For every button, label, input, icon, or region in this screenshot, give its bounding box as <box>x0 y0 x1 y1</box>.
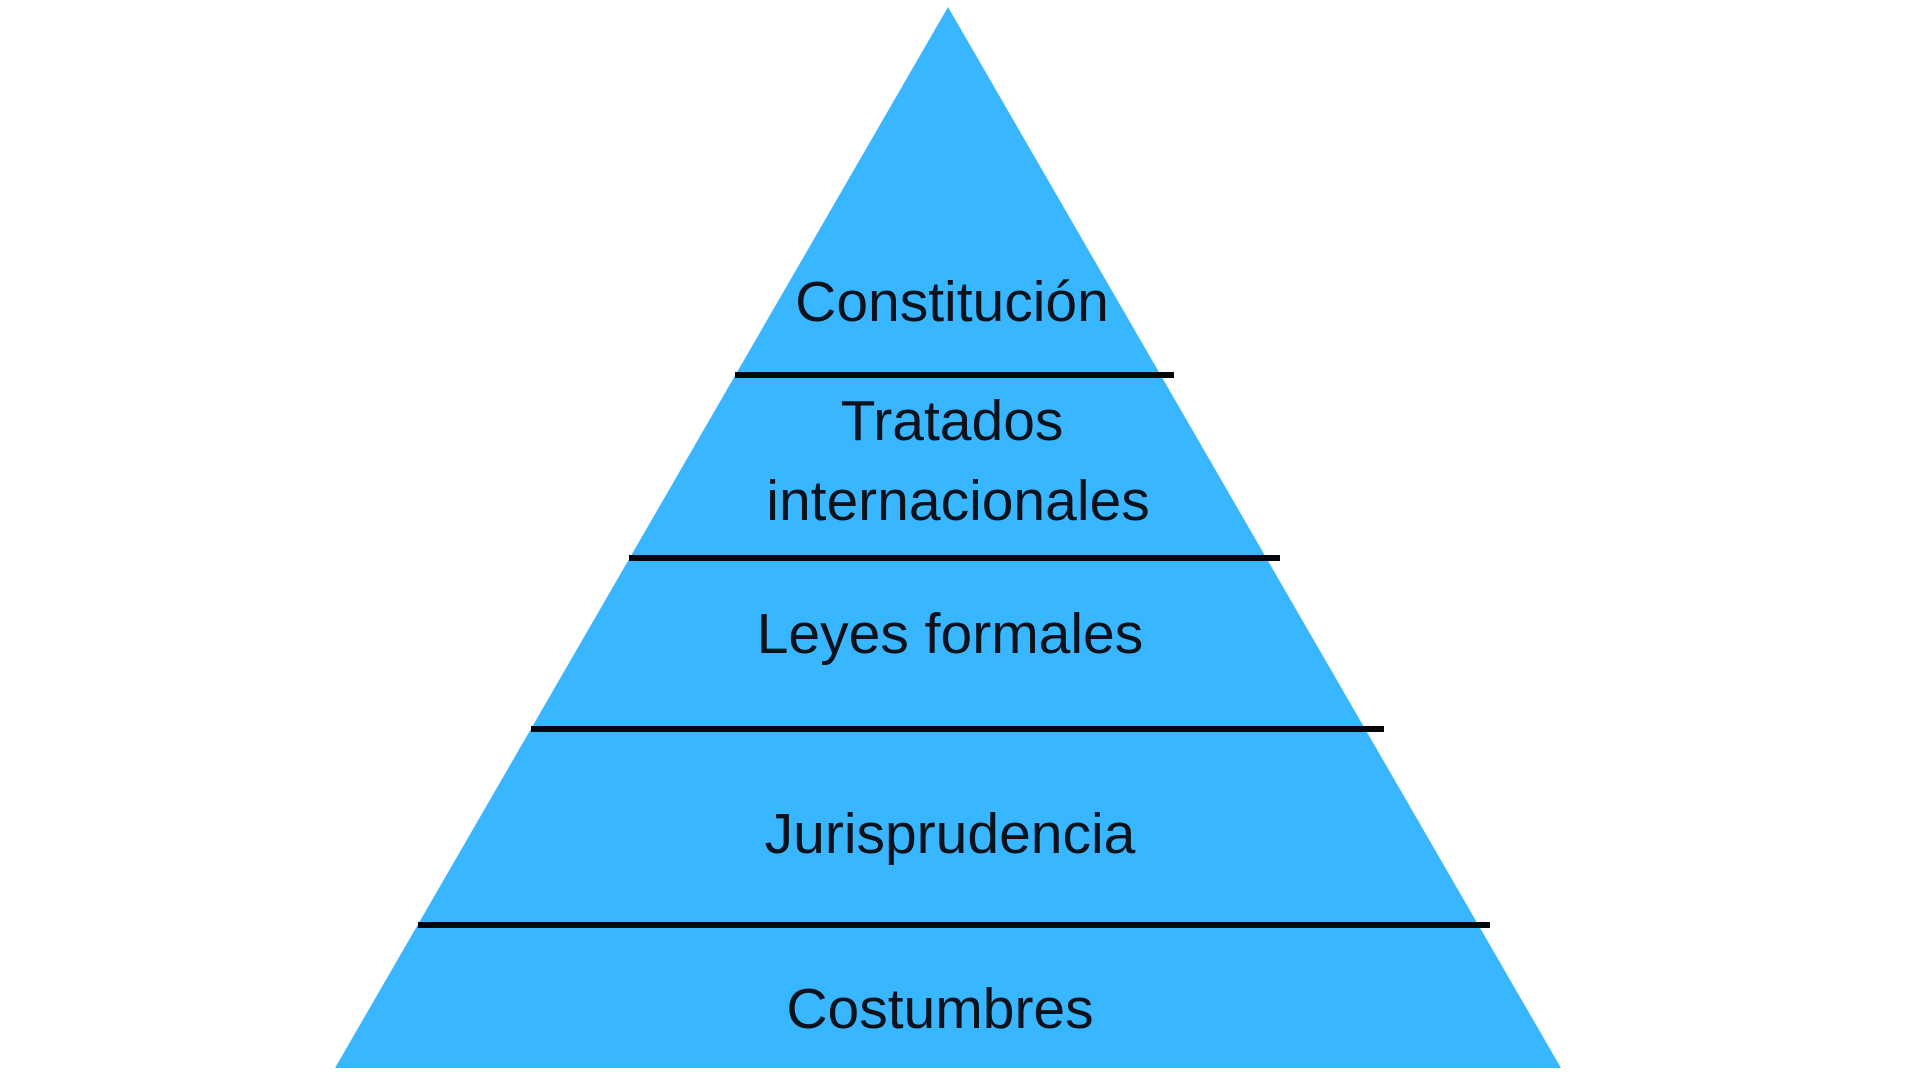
level-label-constitucion: Constitución <box>795 270 1109 334</box>
level-label-tratados-internacionales-line2: internacionales <box>766 469 1149 533</box>
level-label-tratados-internacionales-line1: Tratados <box>841 389 1064 453</box>
pyramid-shape <box>335 7 1561 1068</box>
level-label-costumbres: Costumbres <box>786 977 1093 1041</box>
level-label-leyes-formales: Leyes formales <box>757 602 1144 666</box>
level-label-jurisprudencia: Jurisprudencia <box>765 802 1136 866</box>
level-labels: Constitución Tratados internacionales Le… <box>757 270 1150 1041</box>
divider-lines <box>418 372 1490 928</box>
